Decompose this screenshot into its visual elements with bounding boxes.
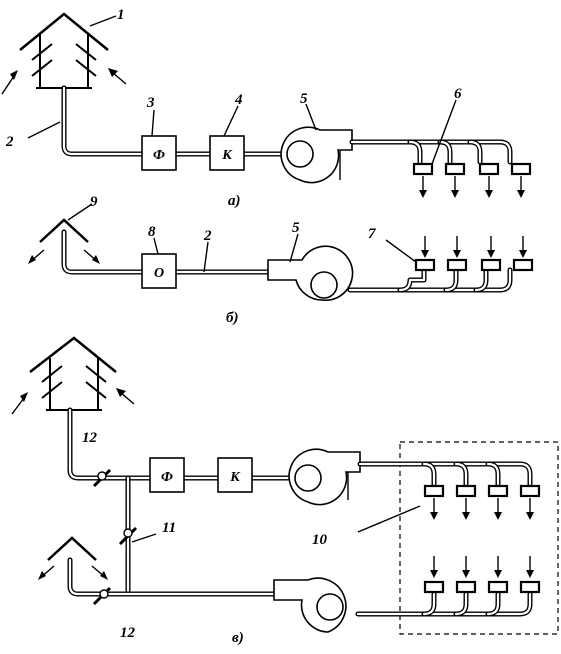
cooler-box-a	[209, 135, 245, 171]
filter-box-a	[141, 135, 177, 171]
inflow-arrows-c	[430, 556, 534, 578]
air-outlet-c2	[455, 484, 477, 498]
scheme-b: О 9 8 2 5 7 б)	[28, 194, 534, 326]
supply-fan-c	[288, 448, 361, 506]
air-outlet-a3	[478, 162, 500, 176]
cooler-label-a: К	[221, 148, 233, 163]
air-inlet-b4	[512, 258, 534, 272]
air-intake-tower-c	[11, 336, 135, 415]
air-outlet-a4	[510, 162, 532, 176]
air-inlet-c1	[423, 580, 445, 594]
filter-box-c	[149, 457, 185, 493]
damper-recirculation	[118, 526, 138, 546]
duct-a	[61, 85, 293, 157]
damper-supply	[92, 468, 112, 488]
label-6: 6	[454, 86, 462, 102]
label-4: 4	[234, 92, 243, 108]
fan-b	[267, 245, 354, 302]
outflow-arrows-c	[430, 498, 534, 520]
label-9: 9	[90, 194, 98, 210]
label-11: 11	[162, 520, 176, 536]
filter-label-a: Ф	[153, 148, 165, 163]
caption-c: в)	[232, 630, 244, 646]
cooler-label-c: К	[229, 470, 241, 485]
cooler-box-c	[217, 457, 253, 493]
label-8: 8	[148, 224, 156, 240]
label-12-bottom: 12	[120, 625, 136, 641]
duct-b	[61, 229, 303, 275]
served-room-boundary	[399, 441, 559, 635]
air-intake-tower-a	[1, 12, 127, 95]
air-outlet-c3	[487, 484, 509, 498]
label-10: 10	[312, 532, 328, 548]
fan-a	[280, 126, 353, 184]
scheme-a: Ф К 1	[1, 7, 532, 209]
air-outlet-a1	[412, 162, 434, 176]
caption-b: б)	[226, 310, 238, 326]
label-3: 3	[146, 95, 155, 111]
label-5-a: 5	[300, 91, 308, 107]
air-outlet-a2	[444, 162, 466, 176]
exhaust-fan-c	[273, 577, 347, 633]
air-outlet-c1	[423, 484, 445, 498]
heater-box-b	[141, 253, 177, 289]
air-inlet-b2	[446, 258, 468, 272]
damper-exhaust	[92, 586, 112, 606]
air-inlet-c2	[455, 580, 477, 594]
scheme-c: Ф К	[11, 336, 559, 646]
air-inlet-c4	[519, 580, 541, 594]
label-7: 7	[368, 226, 376, 242]
caption-a: а)	[228, 193, 241, 209]
air-outlet-c4	[519, 484, 541, 498]
exhaust-hood-c	[38, 536, 108, 580]
label-5-b: 5	[292, 220, 300, 236]
label-2-b: 2	[203, 228, 212, 244]
label-2-a: 2	[5, 134, 14, 150]
air-inlet-b3	[480, 258, 502, 272]
label-12-top: 12	[82, 430, 98, 446]
heater-label-b: О	[154, 266, 164, 281]
filter-label-c: Ф	[161, 470, 173, 485]
inflow-arrows-b	[421, 236, 527, 258]
label-1: 1	[117, 7, 125, 23]
outflow-arrows-a	[419, 176, 525, 198]
air-inlet-b1	[414, 258, 436, 272]
exhaust-hood-b	[28, 218, 100, 264]
air-inlet-c3	[487, 580, 509, 594]
